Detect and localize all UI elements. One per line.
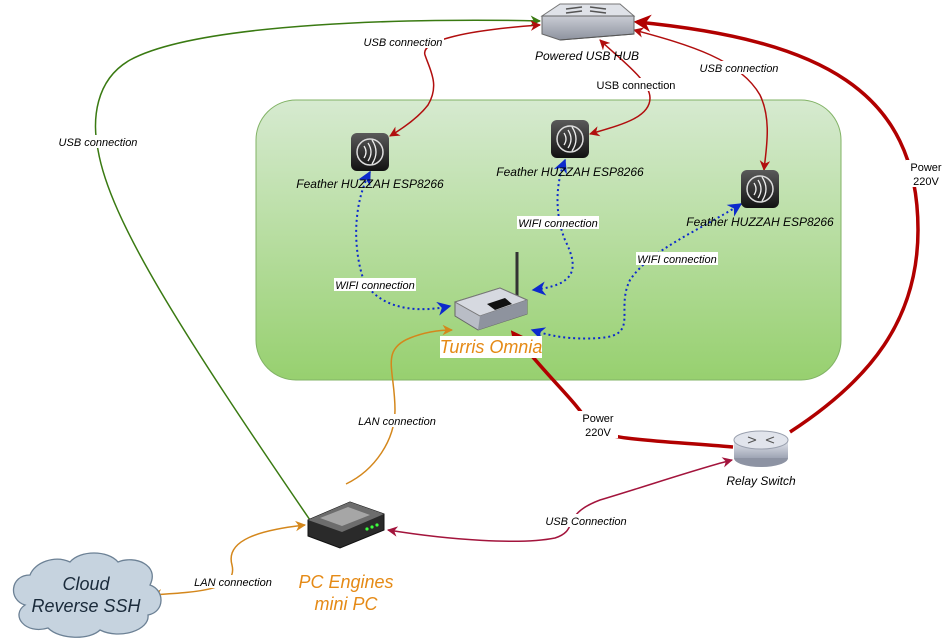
edge-power-hub [633, 14, 920, 434]
edge-label-usb-pc: USB connection [59, 137, 138, 149]
cloud-label-line2: Reverse SSH [31, 596, 141, 616]
edge-label-lan-router: LAN connection [358, 416, 436, 428]
mini-pc-icon [307, 501, 385, 549]
edge-label-power-router-2: 220V [585, 427, 611, 439]
edge-label-usb-feather1: USB connection [364, 37, 443, 49]
edge-usb-hub-feather1 [389, 20, 542, 137]
pc-label-line2: mini PC [314, 594, 378, 614]
cloud-icon [12, 552, 162, 638]
edge-wifi-3 [530, 203, 743, 341]
edge-label-wifi-1: WIFI connection [335, 280, 414, 292]
edge-usb-hub-pc [94, 15, 542, 521]
feather-2-label: Feather HUZZAH ESP8266 [496, 165, 644, 179]
wireless-module-icon [551, 120, 589, 158]
edge-label-power-router-1: Power [582, 413, 614, 425]
wifi-zone-group [255, 99, 842, 381]
feather-1-label: Feather HUZZAH ESP8266 [296, 177, 444, 191]
edge-label-usb-relay: USB Connection [545, 516, 626, 528]
relay-switch-icon [733, 430, 789, 467]
edge-label-usb-feather2: USB connection [597, 80, 676, 92]
edge-wifi-1 [355, 170, 452, 316]
feather-3-label: Feather HUZZAH ESP8266 [686, 215, 834, 229]
switch-hub-icon [540, 3, 636, 41]
relay-label: Relay Switch [726, 474, 796, 488]
edge-lan-router [345, 324, 454, 485]
wireless-router-icon [453, 252, 529, 331]
edge-label-power-hub-2: 220V [913, 176, 939, 188]
router-label: Turris Omnia [440, 337, 543, 357]
edge-label-wifi-3: WIFI connection [637, 254, 716, 266]
edge-usb-hub-feather3 [632, 27, 771, 172]
cloud-label-line1: Cloud [62, 574, 110, 594]
pc-label-line1: PC Engines [298, 572, 393, 592]
usb-hub-label: Powered USB HUB [535, 49, 639, 63]
router-label-bg [440, 336, 542, 358]
edge-lan-cloud [150, 520, 307, 600]
wireless-module-icon [351, 133, 389, 171]
edge-label-power-hub-1: Power [910, 162, 942, 174]
edge-label-usb-feather3: USB connection [700, 63, 779, 75]
edge-usb-pc-relay [386, 457, 734, 543]
edge-label-lan-cloud: LAN connection [194, 577, 272, 589]
wireless-module-icon [741, 170, 779, 208]
edge-label-wifi-2: WIFI connection [518, 218, 597, 230]
